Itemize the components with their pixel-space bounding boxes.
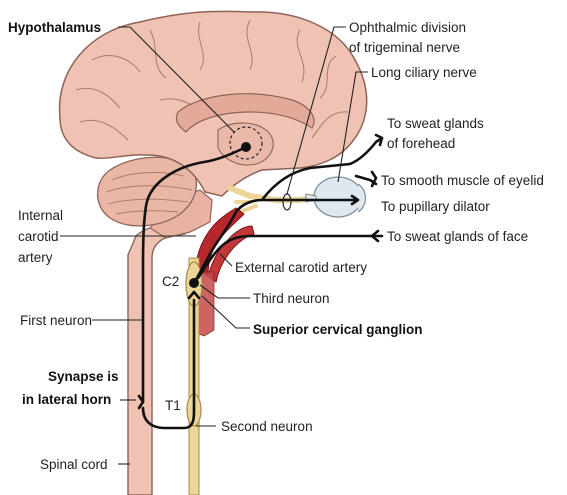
label-internal-carotid-line1: Internal xyxy=(18,208,63,223)
label-ophthalmic-division-line2: of trigeminal nerve xyxy=(349,40,460,55)
cornea xyxy=(358,184,366,212)
label-hypothalamus: Hypothalamus xyxy=(8,20,101,35)
label-sweat-glands-face: To sweat glands of face xyxy=(387,229,528,244)
label-spinal-cord: Spinal cord xyxy=(40,457,108,472)
label-superior-cervical-ganglion: Superior cervical ganglion xyxy=(253,322,423,337)
label-second-neuron: Second neuron xyxy=(221,419,313,434)
label-first-neuron: First neuron xyxy=(20,313,92,328)
label-synapse-line1: Synapse is xyxy=(48,369,119,384)
label-internal-carotid-line3: artery xyxy=(18,250,53,265)
label-c2: C2 xyxy=(162,274,179,289)
label-t1: T1 xyxy=(165,398,181,413)
label-pupillary-dilator: To pupillary dilator xyxy=(381,199,490,214)
label-third-neuron: Third neuron xyxy=(253,291,330,306)
label-internal-carotid-line2: carotid xyxy=(18,229,59,244)
label-synapse-line2: in lateral horn xyxy=(22,392,111,407)
ophthalmic-nerve xyxy=(230,188,316,200)
spinal-cord xyxy=(128,222,186,495)
label-smooth-muscle-eyelid: To smooth muscle of eyelid xyxy=(381,173,544,188)
label-ophthalmic-division-line1: Ophthalmic division xyxy=(349,20,466,35)
label-external-carotid-artery: External carotid artery xyxy=(235,260,367,275)
label-sweat-forehead-line2: of forehead xyxy=(387,136,455,151)
label-long-ciliary-nerve: Long ciliary nerve xyxy=(371,65,477,80)
label-sweat-forehead-line1: To sweat glands xyxy=(387,116,484,131)
